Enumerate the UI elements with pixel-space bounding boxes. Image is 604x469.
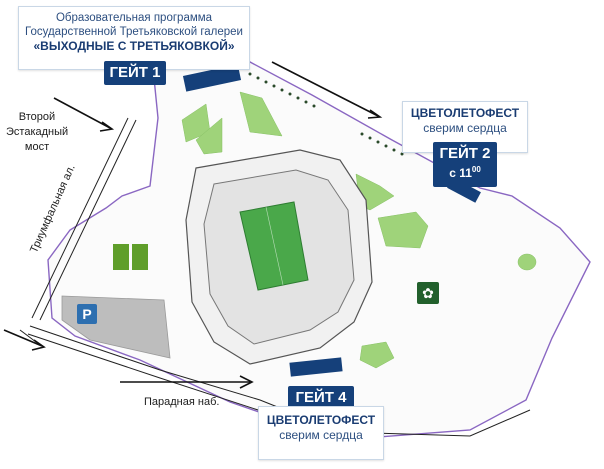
gate1-info-line2: Государственной Третьяковской галереи	[25, 26, 243, 38]
gate4-info-subtitle: сверим сердца	[279, 428, 363, 442]
gate1-info-line1: Образовательная программа	[55, 12, 213, 24]
tree-dots	[248, 72, 404, 156]
direction-arrows	[3, 61, 383, 389]
gate2-time-hours: с 11	[449, 166, 472, 180]
gate1-info-line3: «ВЫХОДНЫЕ С ТРЕТЬЯКОВКОЙ»	[33, 39, 235, 53]
gate1-marker	[182, 64, 242, 92]
parking-icon: P	[77, 304, 97, 324]
gate2-open-time: с 1100	[433, 163, 497, 180]
gate2-info-subtitle: сверим сердца	[423, 121, 507, 135]
street-label-embankment: Парадная наб.	[144, 396, 220, 408]
sports-field-right	[132, 244, 148, 270]
gate1-info-box: Образовательная программа Государственно…	[18, 6, 250, 70]
gate2-time-minutes: 00	[471, 165, 481, 174]
gate1-label: ГЕЙТ 1	[104, 61, 166, 85]
flower-icon: ✿	[417, 282, 439, 304]
gate2-info-title: ЦВЕТОЛЕТОФЕСТ	[410, 106, 520, 120]
pitch-midline	[265, 206, 284, 286]
sports-field-left	[113, 244, 129, 270]
gate4-marker	[289, 357, 343, 377]
gate4-info-title: ЦВЕТОЛЕТОФЕСТ	[266, 413, 376, 427]
gate4-info-box: ЦВЕТОЛЕТОФЕСТ сверим сердца	[258, 406, 384, 460]
gate2-label-text: ГЕЙТ 2	[439, 145, 491, 162]
football-pitch	[239, 201, 309, 291]
gate2-label: ГЕЙТ 2 с 1100	[433, 142, 497, 187]
street-label-overpass: Второй Эстакадный мост	[6, 111, 69, 153]
